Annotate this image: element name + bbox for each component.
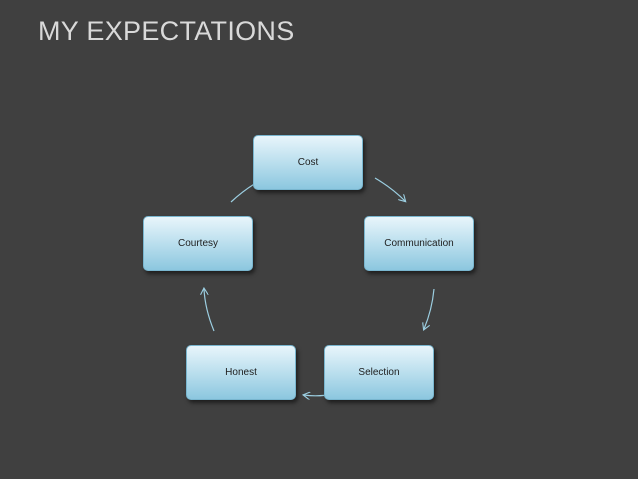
cycle-node-selection: Selection: [324, 345, 434, 400]
node-label: Communication: [384, 238, 454, 249]
node-label: Cost: [297, 157, 319, 168]
node-label: Honest: [225, 367, 257, 378]
cycle-node-communication: Communication: [364, 216, 474, 271]
arrow-honest-to-courtesy: [204, 289, 215, 332]
arrow-communication-to-selection: [424, 288, 435, 329]
node-label: Courtesy: [177, 238, 218, 249]
slide-title: MY EXPECTATIONS: [38, 16, 295, 46]
cycle-node-honest: Honest: [186, 345, 296, 400]
arrow-cost-to-communication: [374, 177, 405, 201]
cycle-node-courtesy: Courtesy: [143, 216, 253, 271]
node-label: Selection: [358, 367, 400, 378]
cycle-node-cost: Cost: [253, 135, 363, 190]
